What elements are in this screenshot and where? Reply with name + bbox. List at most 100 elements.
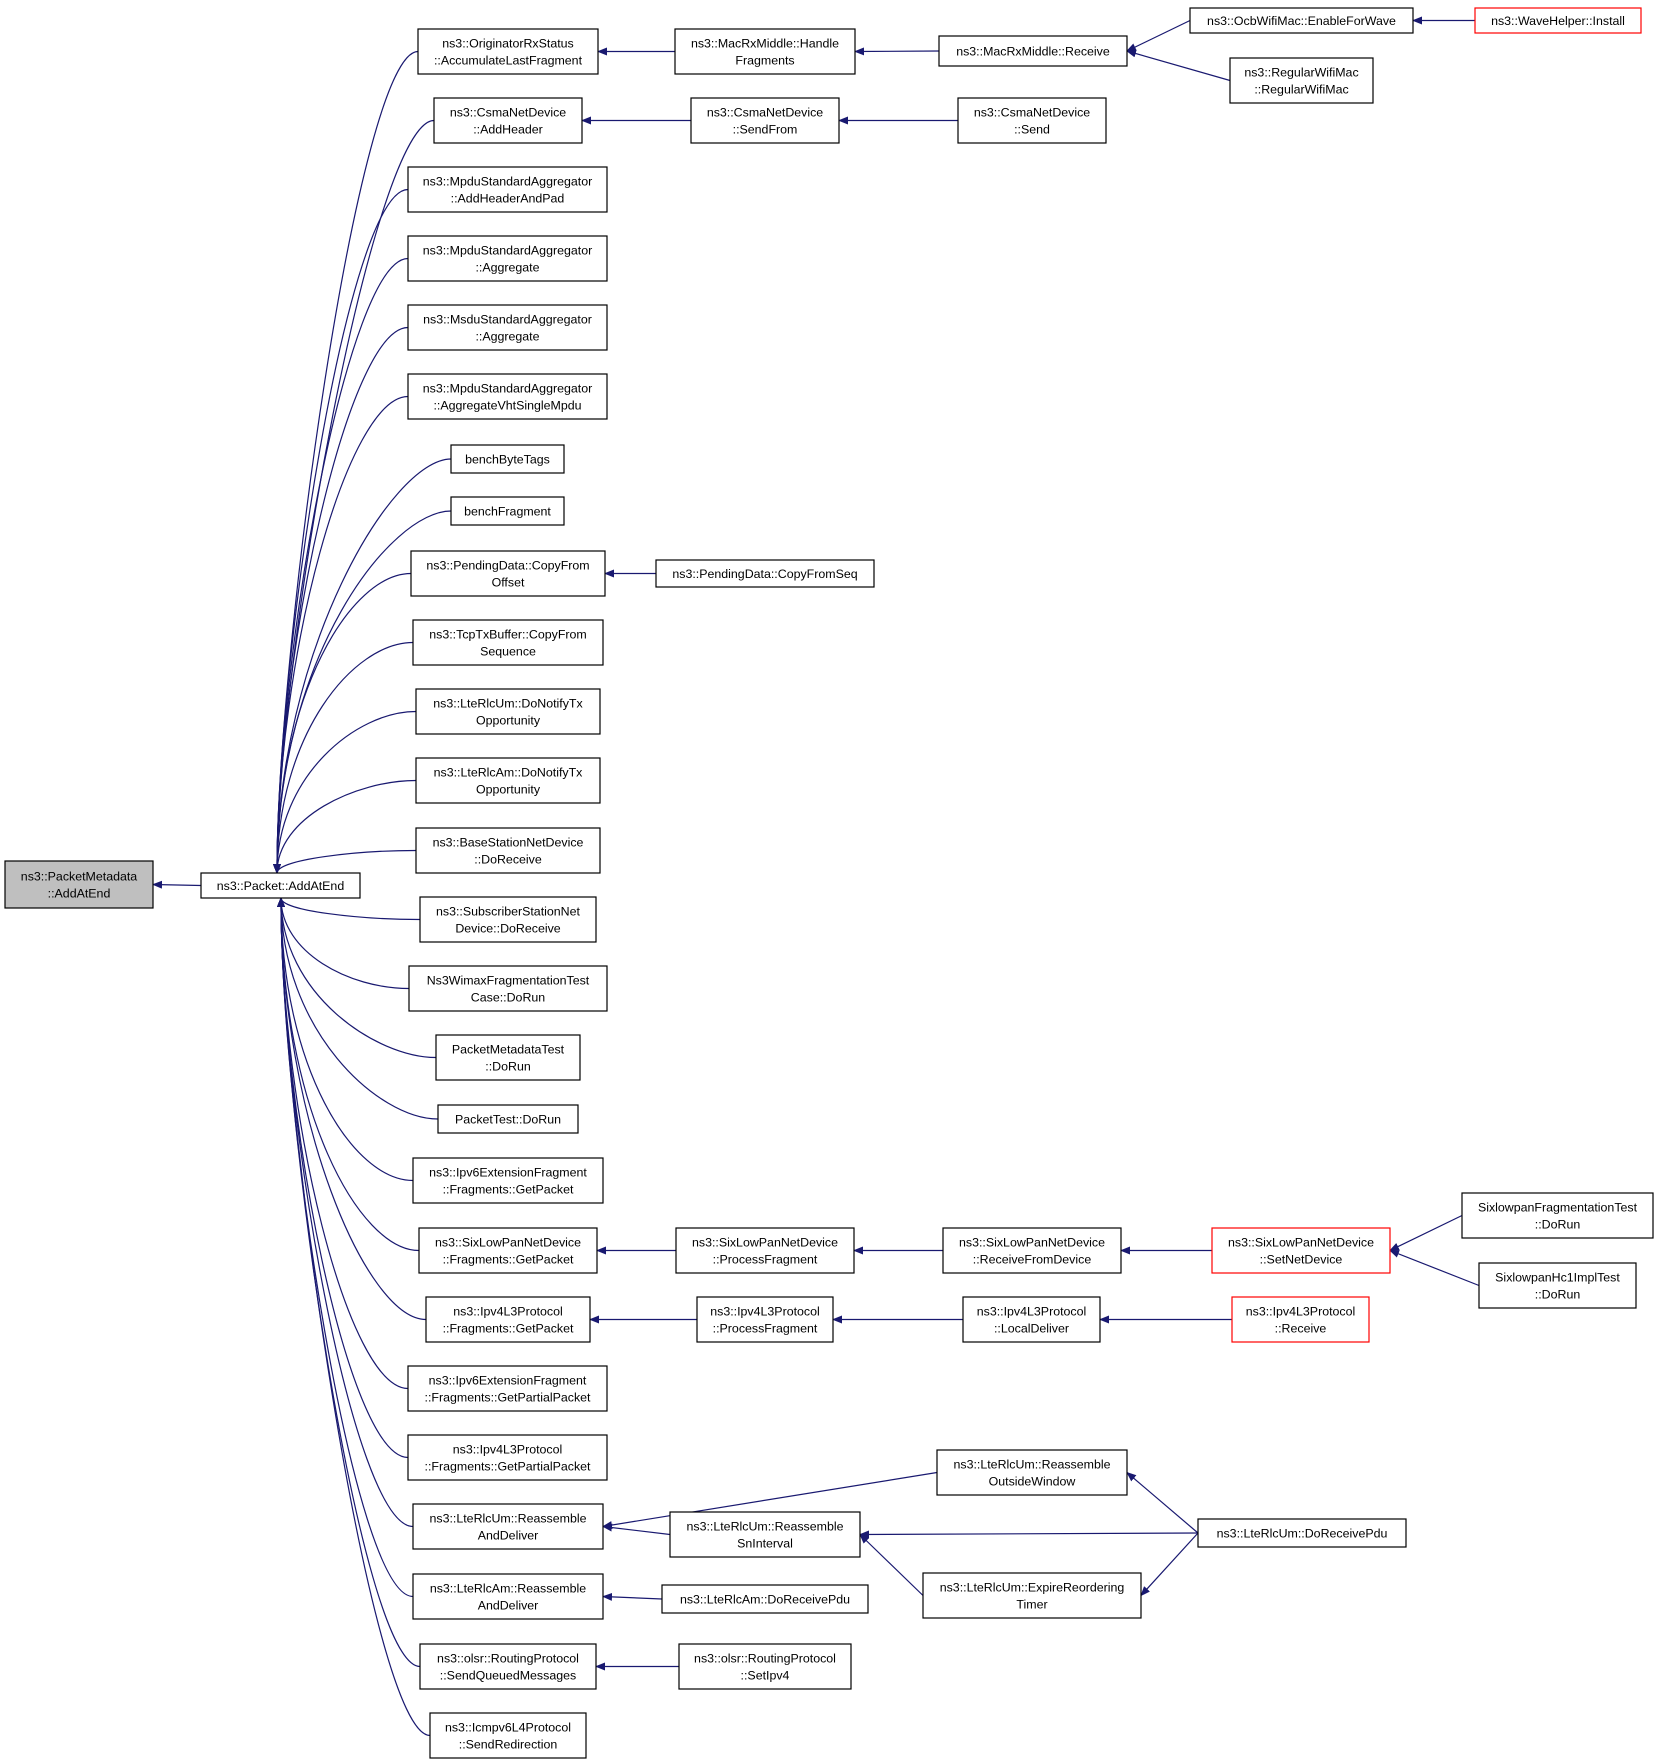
node-packet_test[interactable]: PacketTest::DoRun xyxy=(437,1104,579,1134)
node-box xyxy=(942,1227,1122,1274)
node-label-line: Ns3WimaxFragmentationTest xyxy=(427,974,590,988)
node-ipv4_getpacket[interactable]: ns3::Ipv4L3Protocol::Fragments::GetPacke… xyxy=(425,1296,591,1343)
node-label-line: ns3::LteRlcUm::DoReceivePdu xyxy=(1217,1527,1388,1541)
node-sixlow_fragtest[interactable]: SixlowpanFragmentationTest::DoRun xyxy=(1461,1192,1654,1239)
edge-lterlcam_notify-to-packet_addatend xyxy=(273,779,417,874)
edges-layer xyxy=(152,16,1480,1737)
node-sixlow_processfrag[interactable]: ns3::SixLowPanNetDevice::ProcessFragment xyxy=(675,1227,855,1274)
node-bs_doreceive[interactable]: ns3::BaseStationNetDevice::DoReceive xyxy=(415,827,601,874)
node-ipv4_processfrag[interactable]: ns3::Ipv4L3Protocol::ProcessFragment xyxy=(696,1296,834,1343)
edge-am_reassemble-to-packet_addatend xyxy=(277,897,414,1598)
node-label-line: ns3::LteRlcAm::DoNotifyTx xyxy=(434,766,584,780)
node-label-line: ns3::RegularWifiMac xyxy=(1244,66,1358,80)
node-label-line: ns3::LteRlcUm::DoNotifyTx xyxy=(433,697,583,711)
node-label-line: ::Fragments::GetPacket xyxy=(443,1183,574,1197)
node-label-line: Fragments xyxy=(735,54,794,68)
node-box xyxy=(4,860,154,909)
node-packet_addatend[interactable]: ns3::Packet::AddAtEnd xyxy=(200,872,361,899)
node-sixlow_receivefrom[interactable]: ns3::SixLowPanNetDevice::ReceiveFromDevi… xyxy=(942,1227,1122,1274)
node-label-line: ns3::Packet::AddAtEnd xyxy=(217,879,345,893)
node-box xyxy=(407,1365,608,1412)
node-box xyxy=(200,872,361,899)
node-mpdu_aggregate[interactable]: ns3::MpduStandardAggregator::Aggregate xyxy=(407,235,608,282)
node-olsr_setipv4[interactable]: ns3::olsr::RoutingProtocol::SetIpv4 xyxy=(678,1643,852,1690)
edge-ss_doreceive-to-packet_addatend xyxy=(277,897,421,921)
node-label-line: ::AddHeaderAndPad xyxy=(451,192,565,206)
node-label-line: ::ReceiveFromDevice xyxy=(973,1253,1092,1267)
node-sixlow_hc1test[interactable]: SixlowpanHc1ImplTest::DoRun xyxy=(1478,1262,1637,1309)
node-ss_doreceive[interactable]: ns3::SubscriberStationNetDevice::DoRecei… xyxy=(419,896,597,943)
node-ipv6_getpartial[interactable]: ns3::Ipv6ExtensionFragment::Fragments::G… xyxy=(407,1365,608,1412)
node-bench_fragment[interactable]: benchFragment xyxy=(450,496,565,526)
node-ipv4_getpartial[interactable]: ns3::Ipv4L3Protocol::Fragments::GetParti… xyxy=(407,1434,608,1481)
node-csma_sendfrom[interactable]: ns3::CsmaNetDevice::SendFrom xyxy=(690,97,840,144)
node-box xyxy=(435,1034,581,1081)
node-pending_copyfromseq[interactable]: ns3::PendingData::CopyFromSeq xyxy=(655,559,875,588)
node-macrx_receive[interactable]: ns3::MacRxMiddle::Receive xyxy=(938,35,1128,67)
node-label-line: Case::DoRun xyxy=(471,991,545,1005)
node-label-line: ::SendFrom xyxy=(733,123,798,137)
nodes-layer: ns3::PacketMetadata::AddAtEndns3::Packet… xyxy=(4,7,1654,1759)
node-box xyxy=(407,373,608,420)
node-olsr_sendqueued[interactable]: ns3::olsr::RoutingProtocol::SendQueuedMe… xyxy=(419,1643,597,1690)
node-sixlow_setnetdevice[interactable]: ns3::SixLowPanNetDevice::SetNetDevice xyxy=(1211,1227,1391,1274)
node-box xyxy=(412,1503,604,1550)
node-box xyxy=(407,304,608,351)
node-box xyxy=(407,235,608,282)
edge-ipv6_getpacket-to-packet_addatend xyxy=(277,897,414,1182)
node-label-line: ::LocalDeliver xyxy=(994,1322,1069,1336)
node-label-line: ns3::Icmpv6L4Protocol xyxy=(445,1721,571,1735)
node-mpdu_vht[interactable]: ns3::MpduStandardAggregator::AggregateVh… xyxy=(407,373,608,420)
node-regular_wifimac[interactable]: ns3::RegularWifiMac::RegularWifiMac xyxy=(1229,57,1374,104)
node-label-line: Offset xyxy=(492,576,525,590)
node-label-line: ::AggregateVhtSingleMpdu xyxy=(433,399,581,413)
node-box xyxy=(938,35,1128,67)
node-label-line: ns3::Ipv4L3Protocol xyxy=(977,1305,1087,1319)
node-box xyxy=(1231,1296,1370,1343)
node-box xyxy=(408,965,608,1012)
node-box xyxy=(429,1712,587,1759)
node-label-line: ns3::LteRlcAm::DoReceivePdu xyxy=(680,1593,850,1607)
node-orig_accum[interactable]: ns3::OriginatorRxStatus::AccumulateLastF… xyxy=(417,28,599,75)
node-label-line: ::Send xyxy=(1014,123,1050,137)
node-box xyxy=(655,559,875,588)
node-mpdu_addheaderandpad[interactable]: ns3::MpduStandardAggregator::AddHeaderAn… xyxy=(407,166,608,213)
node-icmpv6_redirect[interactable]: ns3::Icmpv6L4Protocol::SendRedirection xyxy=(429,1712,587,1759)
node-ipv6_getpacket[interactable]: ns3::Ipv6ExtensionFragment::Fragments::G… xyxy=(412,1157,604,1204)
node-sixlow_getpacket[interactable]: ns3::SixLowPanNetDevice::Fragments::GetP… xyxy=(418,1227,598,1274)
node-label-line: ns3::BaseStationNetDevice xyxy=(433,836,584,850)
node-csma_addheader[interactable]: ns3::CsmaNetDevice::AddHeader xyxy=(433,97,583,144)
node-box xyxy=(669,1511,861,1558)
node-box xyxy=(412,619,604,666)
node-ipv4_receive[interactable]: ns3::Ipv4L3Protocol::Receive xyxy=(1231,1296,1370,1343)
node-csma_send[interactable]: ns3::CsmaNetDevice::Send xyxy=(957,97,1107,144)
edge-csma_addheader-to-packet_addatend xyxy=(273,119,435,874)
node-ocb_enable[interactable]: ns3::OcbWifiMac::EnableForWave xyxy=(1189,7,1414,34)
node-label-line: ns3::SixLowPanNetDevice xyxy=(959,1236,1105,1250)
node-ipv4_localdeliver[interactable]: ns3::Ipv4L3Protocol::LocalDeliver xyxy=(962,1296,1101,1343)
edge-um_reassemble-to-packet_addatend xyxy=(277,897,414,1528)
node-am_doreceivepdu[interactable]: ns3::LteRlcAm::DoReceivePdu xyxy=(661,1584,869,1614)
node-um_doreceivepdu[interactable]: ns3::LteRlcUm::DoReceivePdu xyxy=(1197,1518,1407,1548)
node-wave_install[interactable]: ns3::WaveHelper::Install xyxy=(1474,7,1642,34)
node-label-line: ns3::SixLowPanNetDevice xyxy=(1228,1236,1374,1250)
node-box xyxy=(696,1296,834,1343)
node-pmd_test[interactable]: PacketMetadataTest::DoRun xyxy=(435,1034,581,1081)
edge-ipv4_getpartial-to-packet_addatend xyxy=(277,897,409,1459)
node-bench_bytetags[interactable]: benchByteTags xyxy=(450,444,565,474)
node-box xyxy=(407,1434,608,1481)
node-msdu_aggregate[interactable]: ns3::MsduStandardAggregator::Aggregate xyxy=(407,304,608,351)
node-box xyxy=(674,28,856,75)
